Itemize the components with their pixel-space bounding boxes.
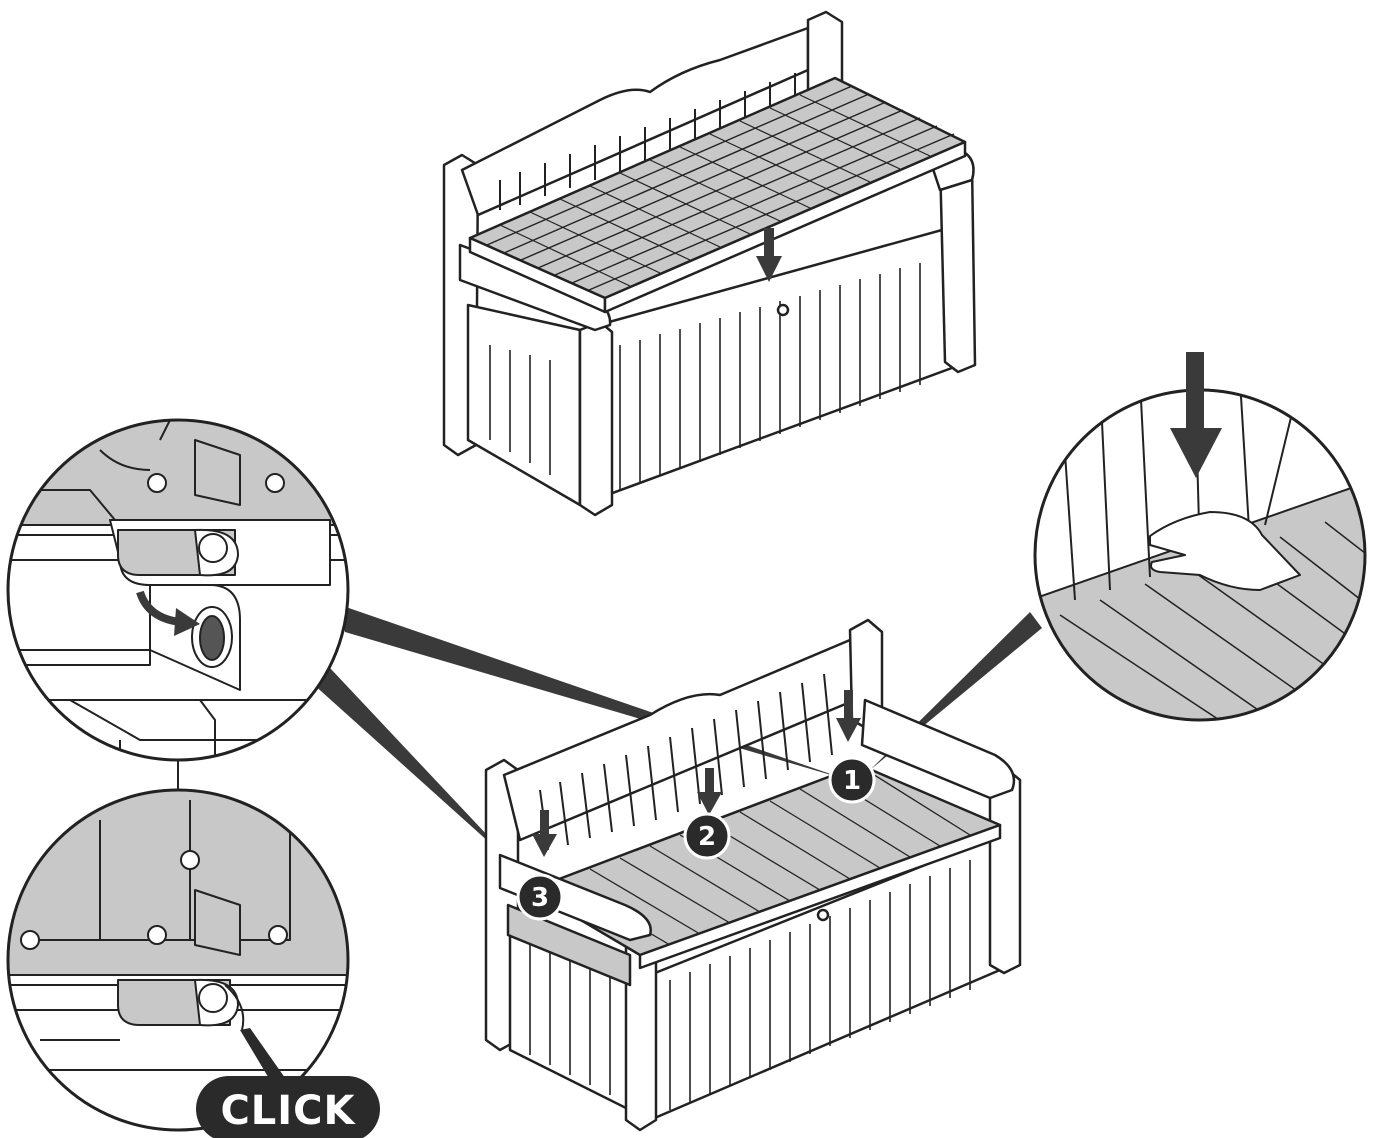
down-arrow-icon xyxy=(697,768,722,815)
step-badge-2: 2 xyxy=(685,814,729,858)
click-label: CLICK xyxy=(220,1088,356,1134)
step-number: 3 xyxy=(531,883,549,913)
step-number: 1 xyxy=(843,766,861,796)
detail-circle-before xyxy=(0,420,400,770)
bench-top-illustration xyxy=(444,12,975,515)
step-badge-3: 3 xyxy=(518,875,562,919)
click-badge: CLICK xyxy=(196,1076,380,1138)
step-badge-1: 1 xyxy=(830,758,874,802)
step-number: 2 xyxy=(698,822,716,852)
